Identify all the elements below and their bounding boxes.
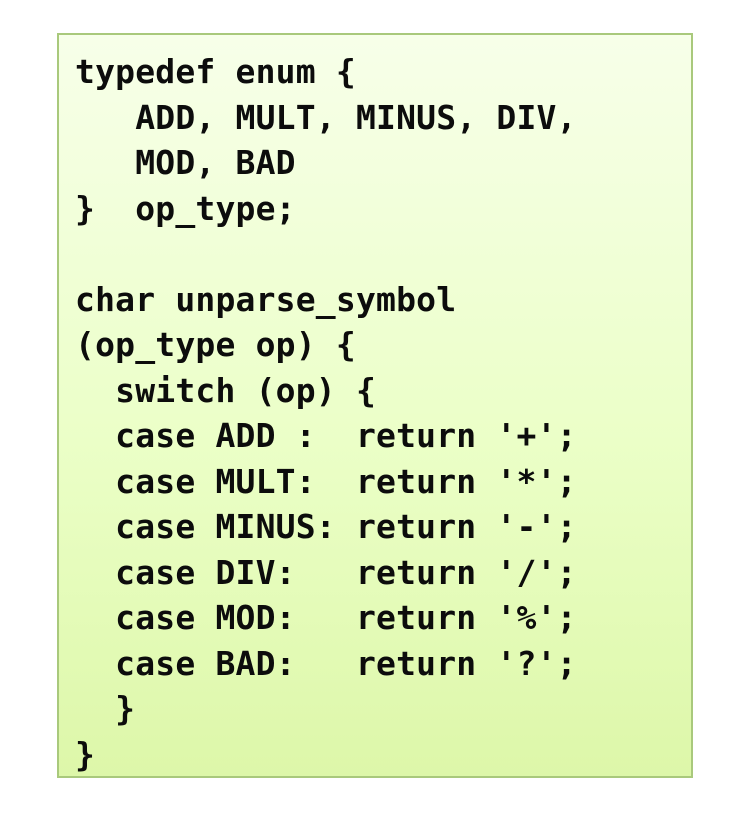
code-line-9: case ADD : return '+'; <box>75 416 577 455</box>
code-line-13: case MOD: return '%'; <box>75 598 577 637</box>
code-line-12: case DIV: return '/'; <box>75 552 577 592</box>
code-line-11: case MINUS: return '-'; <box>75 507 577 546</box>
code-line-15: } <box>75 689 136 728</box>
code-block: typedef enum { ADD, MULT, MINUS, DIV, MO… <box>75 49 577 777</box>
code-line-1: typedef enum { <box>75 52 356 91</box>
code-line-16: } <box>75 734 96 774</box>
code-line-6: char unparse_symbol <box>75 279 457 319</box>
code-line-8: switch (op) { <box>75 370 377 410</box>
code-listing-box: typedef enum { ADD, MULT, MINUS, DIV, MO… <box>57 33 693 778</box>
code-line-14: case BAD: return '?'; <box>75 643 577 683</box>
code-line-10: case MULT: return '*'; <box>75 461 577 501</box>
code-line-5-blank <box>75 231 577 277</box>
code-line-4: } op_type; <box>75 188 296 228</box>
code-line-7: (op_type op) { <box>75 325 356 364</box>
code-line-3: MOD, BAD <box>75 143 296 182</box>
code-line-2: ADD, MULT, MINUS, DIV, <box>75 97 577 137</box>
